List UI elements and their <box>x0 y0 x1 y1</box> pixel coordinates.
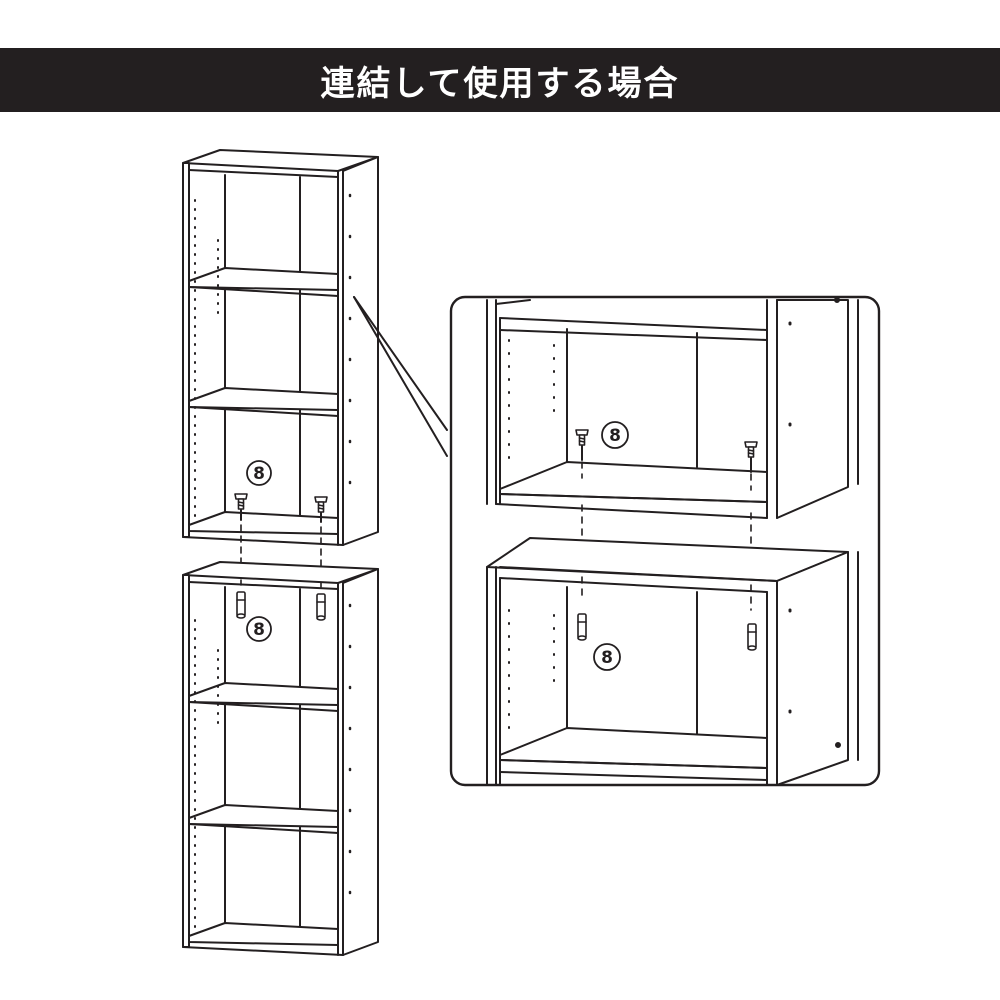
part-callout-upper: 8 <box>246 460 272 486</box>
detail-upper-cabinet <box>486 297 859 519</box>
part-callout-detail-upper: 8 <box>601 421 629 449</box>
part-callout-detail-lower: 8 <box>593 643 621 671</box>
screw-bolt-icon <box>234 493 248 510</box>
page-title: 連結して使用する場合 <box>320 63 680 104</box>
dowel-post-icon <box>747 623 757 651</box>
title-banner: 連結して使用する場合 <box>0 48 1000 112</box>
part-callout-lower: 8 <box>246 616 272 642</box>
dowel-post-icon <box>577 613 587 641</box>
lower-shelf-unit <box>182 561 379 956</box>
part-number-label: 8 <box>601 648 613 668</box>
detail-lower-cabinet <box>486 537 859 786</box>
upper-shelf-unit <box>182 149 379 546</box>
dowel-post-icon <box>316 593 326 621</box>
part-number-label: 8 <box>609 426 621 446</box>
screw-bolt-icon <box>314 496 328 513</box>
zoom-leader <box>353 296 448 457</box>
part-number-label: 8 <box>253 620 265 640</box>
part-number-label: 8 <box>253 464 265 484</box>
detail-inset: 8 <box>449 295 881 787</box>
dowel-post-icon <box>236 591 246 619</box>
